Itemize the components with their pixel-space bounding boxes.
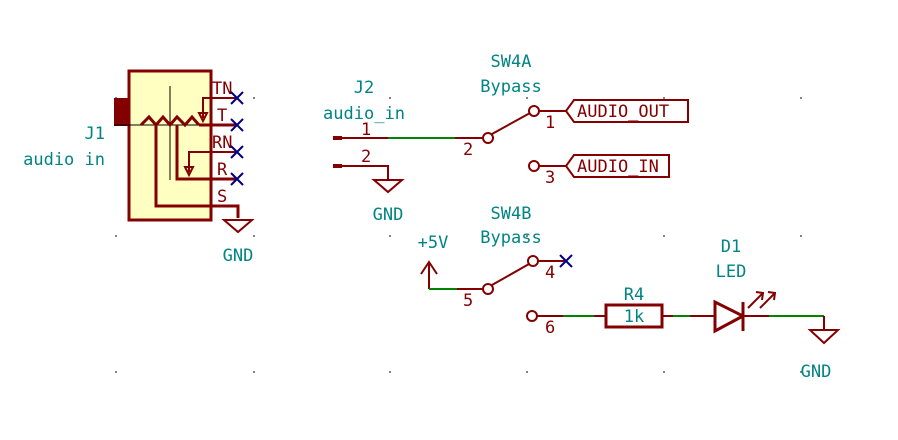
r4-ref: R4: [624, 285, 644, 305]
label-text: AUDIO_IN: [577, 157, 659, 177]
grid-dot: [526, 97, 528, 99]
power-gnd-d1[interactable]: GND: [801, 316, 841, 382]
j2-pin2: [342, 165, 389, 180]
sw4b-contact-6: [526, 310, 538, 322]
led-icon: [713, 299, 747, 334]
power-gnd-j2[interactable]: GND: [371, 179, 405, 225]
label-outline: [564, 99, 689, 123]
no-connect-icon: [230, 172, 244, 186]
j2-ref: J2: [354, 78, 374, 98]
sw4b-pin-4: 4: [545, 263, 555, 283]
sw4a-value: Bypass: [480, 77, 541, 97]
component-sw4a[interactable]: 2 1 3 SW4A Bypass: [455, 52, 566, 188]
sw4a-pin-2: 2: [463, 140, 473, 160]
light-emission-icon: [747, 291, 777, 309]
grid-dot: [663, 235, 665, 237]
power-gnd-j1[interactable]: GND: [221, 219, 255, 266]
power-5v[interactable]: +5V: [418, 233, 449, 289]
j1-pin-s: S: [217, 187, 227, 207]
grid-dot: [800, 235, 802, 237]
j1-rn-contact: [188, 151, 237, 172]
grid-dot: [253, 235, 255, 237]
j1-pin-rn: RN: [212, 133, 232, 153]
grid-dot: [389, 371, 391, 373]
d1-value: LED: [716, 262, 747, 282]
j1-ref: J1: [85, 124, 105, 144]
no-connect-icon: [559, 254, 573, 268]
sw4a-lever: [491, 112, 531, 135]
gnd-icon: [221, 219, 255, 234]
grid-dot: [526, 371, 528, 373]
component-r4[interactable]: R4 1k: [594, 285, 673, 329]
vcc-arrow-icon: [420, 260, 438, 275]
no-connect-icon: [230, 145, 244, 159]
sw4a-contact-3: [528, 160, 540, 172]
j2-pin-1: 1: [361, 120, 371, 140]
j2-pin-2: 2: [361, 147, 371, 167]
j1-tn-contact: [202, 97, 237, 118]
component-d1[interactable]: D1 LED: [690, 237, 777, 334]
sw4b-ref: SW4B: [491, 204, 532, 224]
j1-s-pin: [154, 125, 240, 218]
no-connect-icon: [230, 91, 244, 105]
gnd-icon: [371, 179, 405, 194]
global-label-audio-out[interactable]: AUDIO_OUT: [564, 99, 689, 123]
j1-plug-tab: [114, 98, 129, 126]
component-j1[interactable]: TN T RN R S J1 audio in: [23, 69, 240, 222]
sw4b-value: Bypass: [480, 228, 541, 248]
label-text: AUDIO_OUT: [577, 102, 669, 122]
r4-value: 1k: [624, 307, 644, 327]
sw4a-pin-3: 3: [545, 168, 555, 188]
sw4a-ref: SW4A: [491, 52, 532, 72]
grid-dot: [800, 97, 802, 99]
grid-dot: [389, 235, 391, 237]
grid-dot: [800, 371, 802, 373]
grid-dot: [253, 371, 255, 373]
sw4a-contact-2: [482, 132, 494, 144]
gnd-label: GND: [373, 205, 404, 225]
j1-pin-tn: TN: [212, 79, 232, 99]
grid: [115, 97, 802, 373]
sw4b-contact-5: [482, 283, 494, 295]
component-j2[interactable]: 1 2 J2 audio_in: [323, 78, 405, 180]
component-sw4b[interactable]: 5 4 6 SW4B Bypass: [457, 204, 566, 338]
grid-dot: [253, 97, 255, 99]
grid-dot: [663, 97, 665, 99]
grid-dot: [115, 371, 117, 373]
d1-ref: D1: [721, 237, 741, 257]
global-label-audio-in[interactable]: AUDIO_IN: [564, 154, 670, 178]
no-connect-flags-j1: [230, 91, 244, 186]
grid-dot: [663, 371, 665, 373]
gnd-label: GND: [223, 246, 254, 266]
sw4b-pin-6: 6: [545, 318, 555, 338]
grid-dot: [526, 235, 528, 237]
sw4a-contact-1: [528, 105, 540, 117]
sw4a-pin-1: 1: [545, 113, 555, 133]
grid-dot: [115, 235, 117, 237]
j1-pin-r: R: [217, 160, 228, 180]
gnd-icon: [807, 329, 841, 345]
j1-r-pin: [175, 125, 237, 181]
sw4b-pin-5: 5: [463, 291, 473, 311]
j1-value: audio in: [23, 150, 105, 170]
gnd-label: GND: [801, 362, 832, 382]
j1-contact-zigzag: [139, 114, 201, 128]
label-outline: [564, 154, 670, 178]
sw4b-contact-4: [527, 255, 539, 267]
j1-rn-arrow: [183, 166, 195, 178]
vcc-label: +5V: [418, 233, 449, 253]
j1-tn-arrow: [197, 112, 209, 124]
j2-value: audio_in: [323, 104, 405, 124]
j1-body: [127, 69, 213, 222]
grid-dot: [389, 97, 391, 99]
no-connect-icon: [230, 118, 244, 132]
j1-pin-t: T: [217, 106, 227, 126]
sw4b-lever: [491, 263, 530, 286]
